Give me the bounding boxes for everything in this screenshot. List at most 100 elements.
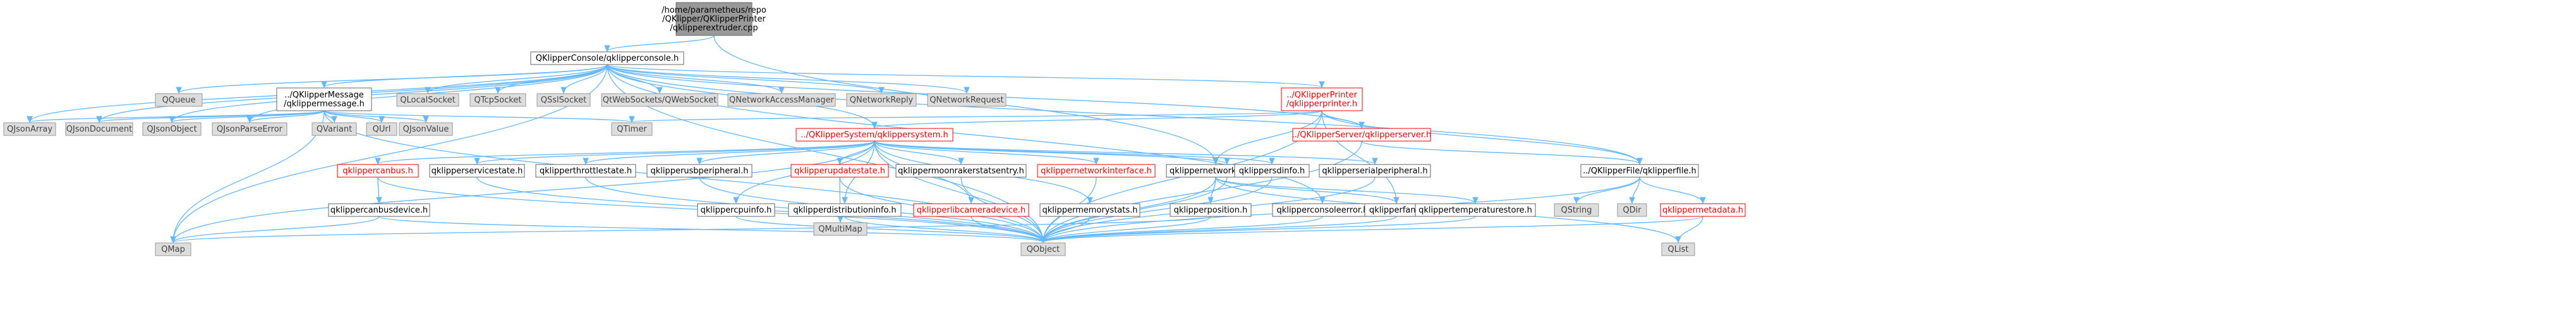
node-qvariant: QVariant — [311, 122, 357, 136]
node-qdir: QDir — [1617, 203, 1647, 217]
node-qurl: QUrl — [366, 122, 397, 136]
node-qjsonparseerror-label: QJsonParseError — [217, 125, 283, 134]
node-servicestate[interactable]: qklipperservicestate.h — [429, 164, 525, 178]
edge-system-to-canbus — [378, 140, 875, 164]
node-position-label: qklipperposition.h — [1174, 206, 1248, 215]
node-position[interactable]: qklipperposition.h — [1170, 203, 1252, 217]
node-canbus-label: qklippercanbus.h — [342, 166, 413, 176]
node-canbus-box — [337, 164, 419, 178]
edge-printer-to-system — [874, 110, 1322, 128]
node-qmap-label: QMap — [161, 245, 185, 254]
node-console-box — [530, 51, 684, 65]
node-cpuinfo-label: qklippercpuinfo.h — [701, 206, 772, 215]
node-qlocalsocket-box — [396, 93, 459, 107]
node-consoleerror-label: qklipperconsoleerror.h — [1277, 206, 1369, 215]
node-system[interactable]: ../QKlipperSystem/qklippersystem.h — [795, 128, 953, 142]
edge-console-to-qnetrequest — [607, 64, 967, 93]
node-qlist-label: QList — [1668, 245, 1689, 254]
node-updatestate-label: qklipperupdatestate.h — [794, 166, 885, 176]
edge-file-to-metadata — [1639, 177, 1703, 203]
node-netinterface[interactable]: qklippernetworkinterface.h — [1037, 164, 1156, 178]
node-tempstore[interactable]: qklippertemperaturestore.h — [1415, 203, 1536, 217]
node-position-box — [1170, 203, 1252, 217]
edge-file-to-qstring — [1576, 177, 1640, 203]
node-file[interactable]: ../QKlipperFile/qklipperfile.h — [1580, 164, 1699, 178]
node-qmultimap-label: QMultiMap — [818, 225, 862, 234]
node-qjsondocument-label: QJsonDocument — [66, 125, 132, 134]
node-qnam: QNetworkAccessManager — [727, 93, 836, 107]
node-usbperipheral[interactable]: qklipperusbperipheral.h — [646, 164, 753, 178]
edge-fan-to-qobject — [1043, 216, 1397, 242]
edge-server-to-file — [1361, 140, 1640, 164]
edge-qmessage-to-qurl — [324, 110, 382, 122]
node-qnetrequest-label: QNetworkRequest — [929, 96, 1003, 105]
edge-console-to-qqueue — [179, 64, 608, 93]
node-usbperipheral-label: qklipperusbperipheral.h — [650, 166, 748, 176]
node-memorystats[interactable]: qklippermemorystats.h — [1039, 203, 1140, 217]
node-printer-label: /qklipperprinter.h — [1286, 99, 1357, 109]
node-consoleerror[interactable]: qklipperconsoleerror.h — [1272, 203, 1373, 217]
node-canbusdevice-box — [328, 203, 430, 217]
edge-console-to-qnam — [607, 64, 782, 93]
node-cpuinfo[interactable]: qklippercpuinfo.h — [697, 203, 775, 217]
node-serialperipheral[interactable]: qklipperserialperipheral.h — [1319, 164, 1431, 178]
node-distinfo[interactable]: qklipperdistributioninfo.h — [788, 203, 902, 217]
node-qmap-box — [155, 242, 191, 256]
node-qmessage-label: /qklippermessage.h — [284, 99, 365, 109]
node-console[interactable]: QKlipperConsole/qklipperconsole.h — [530, 51, 684, 65]
node-root-label: /home/parametheus/repo — [662, 6, 766, 15]
edge-console-to-qsslsocket — [564, 64, 608, 93]
node-qstring-label: QString — [1561, 206, 1592, 215]
node-qlocalsocket: QLocalSocket — [396, 93, 459, 107]
node-serialperipheral-box — [1319, 164, 1431, 178]
edge-system-to-netinterface — [874, 140, 1096, 164]
node-qjsonvalue: QJsonValue — [399, 122, 453, 136]
node-canbusdevice-label: qklippercanbusdevice.h — [330, 206, 428, 215]
node-canbusdevice[interactable]: qklippercanbusdevice.h — [328, 203, 430, 217]
node-qsslsocket-box — [536, 93, 591, 107]
node-printer-label: ../QKlipperPrinter — [1286, 90, 1357, 100]
node-updatestate[interactable]: qklipperupdatestate.h — [790, 164, 889, 178]
edge-extruder-to-fan — [1215, 177, 1396, 203]
node-qmessage[interactable]: ../QKlipperMessage/qklippermessage.h — [276, 87, 372, 111]
node-server[interactable]: ../QKlipperServer/qklipperserver.h — [1292, 128, 1432, 142]
node-qtimer: QTimer — [611, 122, 653, 136]
edge-canbusdevice-to-qmap — [173, 216, 380, 242]
node-qnam-box — [727, 93, 836, 107]
edge-system-to-throttlestate — [586, 140, 875, 164]
node-printer[interactable]: ../QKlipperPrinter/qklipperprinter.h — [1281, 87, 1363, 111]
node-sdinfo[interactable]: qklippersdinfo.h — [1234, 164, 1310, 178]
node-qlist-box — [1661, 242, 1695, 256]
edge-extruder-to-tempstore — [1215, 177, 1475, 203]
node-qobject-label: QObject — [1027, 245, 1060, 254]
node-libcamera[interactable]: qklipperlibcameradevice.h — [913, 203, 1029, 217]
node-libcamera-label: qklipperlibcameradevice.h — [917, 206, 1026, 215]
edge-system-to-serialperipheral — [874, 140, 1375, 164]
edge-system-to-sdinfo — [874, 140, 1272, 164]
node-throttlestate[interactable]: qklipperthrottlestate.h — [535, 164, 636, 178]
node-root[interactable]: /home/parametheus/repo/QKlipper/QKlipper… — [662, 2, 766, 36]
node-root-label: /qklipperextruder.cpp — [670, 23, 758, 33]
node-qmultimap: QMultiMap — [813, 222, 868, 236]
node-system-box — [795, 128, 953, 142]
node-metadata[interactable]: qklippermetadata.h — [1660, 203, 1746, 217]
edge-console-to-qnetreply — [607, 64, 881, 93]
node-memorystats-box — [1039, 203, 1140, 217]
node-canbus[interactable]: qklippercanbus.h — [337, 164, 419, 178]
node-qurl-box — [366, 122, 397, 136]
node-qnetreply-box — [846, 93, 917, 107]
node-memorystats-label: qklippermemorystats.h — [1042, 206, 1137, 215]
node-qjsonarray-box — [3, 122, 56, 136]
node-fan[interactable]: qklipperfan.h — [1364, 203, 1429, 217]
node-printer-box — [1281, 87, 1363, 111]
node-servicestate-label: qklipperservicestate.h — [432, 166, 523, 176]
node-qtcpsocket: QTcpSocket — [469, 93, 526, 107]
edge-system-to-moonraker — [874, 140, 961, 164]
node-qjsonarray: QJsonArray — [3, 122, 56, 136]
node-qnetrequest-box — [927, 93, 1007, 107]
node-qmap: QMap — [155, 242, 191, 256]
node-moonraker[interactable]: qklippermoonrakerstatsentry.h — [895, 164, 1027, 178]
edge-cpuinfo-to-qobject — [735, 216, 1043, 242]
node-qjsondocument: QJsonDocument — [65, 122, 133, 136]
node-qtcpsocket-label: QTcpSocket — [475, 96, 522, 105]
